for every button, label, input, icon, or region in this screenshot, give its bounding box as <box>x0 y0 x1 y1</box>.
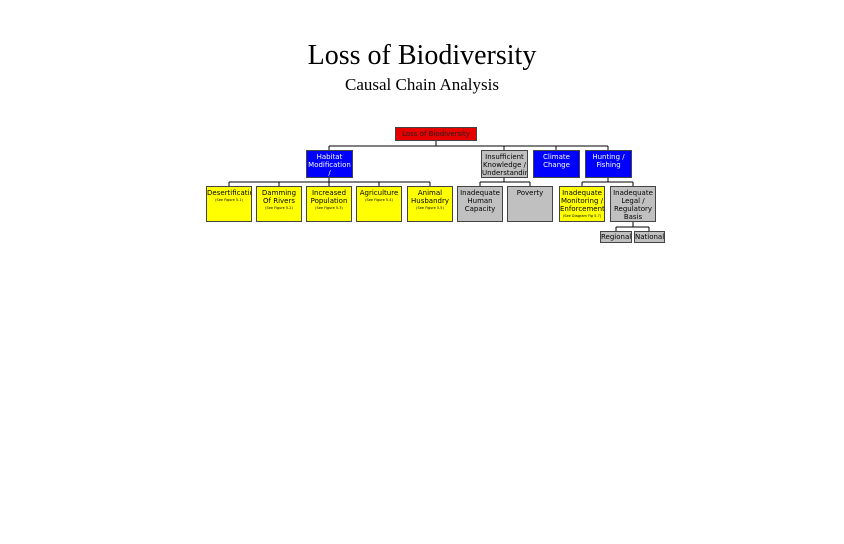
node-increased-population: Increased Population (See Figure 5.3) <box>306 186 352 222</box>
node-desertification: Desertification (See Figure 5.1) <box>206 186 252 222</box>
node-poverty: Poverty <box>507 186 553 222</box>
node-habitat-modification: Habitat Modification / Destruction <box>306 150 353 178</box>
node-inadequate-monitoring: Inadequate Monitoring / Enforcement (See… <box>559 186 605 222</box>
node-national: National <box>634 231 665 243</box>
node-damming-of-rivers: Damming Of Rivers (See Figure 5.2) <box>256 186 302 222</box>
node-hunting-fishing: Hunting / Fishing <box>585 150 632 178</box>
node-insufficient-knowledge: Insufficient Knowledge / Understanding <box>481 150 528 178</box>
node-loss-of-biodiversity: Loss of Biodiversity <box>395 127 477 141</box>
node-climate-change: Climate Change <box>533 150 580 178</box>
node-inadequate-human-capacity: Inadequate Human Capacity <box>457 186 503 222</box>
node-regional: Regional <box>600 231 632 243</box>
page-subtitle: Causal Chain Analysis <box>345 75 499 94</box>
node-inadequate-legal-basis: Inadequate Legal / Regulatory Basis <box>610 186 656 222</box>
page-title: Loss of Biodiversity <box>307 40 537 71</box>
node-agriculture: Agriculture (See Figure 5.4) <box>356 186 402 222</box>
node-animal-husbandry: Animal Husbandry (See Figure 5.5) <box>407 186 453 222</box>
